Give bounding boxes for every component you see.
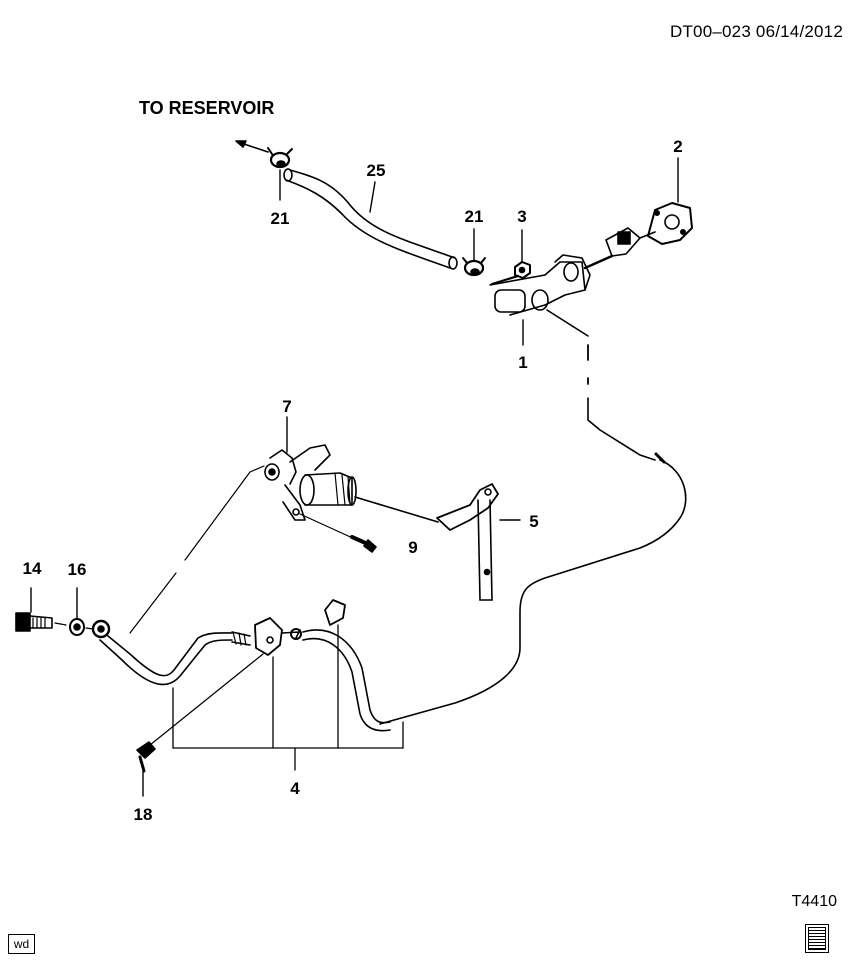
callout-14: 14 xyxy=(23,559,42,578)
slave-push-rod xyxy=(354,496,439,523)
callout-4-bracket xyxy=(172,624,404,771)
callout-2: 2 xyxy=(673,137,682,156)
callout-5: 5 xyxy=(529,512,538,531)
master-cylinder-gasket xyxy=(647,202,693,245)
reservoir-arrow xyxy=(235,140,269,153)
clutch-hose-assembly xyxy=(99,599,391,732)
gm-spo-logo-icon xyxy=(805,924,829,953)
clutch-slave-cylinder xyxy=(264,444,357,521)
callout-16: 16 xyxy=(68,560,87,579)
hose-clamp-upper xyxy=(267,147,293,169)
hose-bracket-bolt xyxy=(136,653,264,773)
clutch-master-cylinder xyxy=(489,227,656,316)
callout-21-lower: 21 xyxy=(465,207,484,226)
reservoir-hose xyxy=(283,168,458,270)
to-reservoir-label: TO RESERVOIR xyxy=(139,98,274,118)
callout-18: 18 xyxy=(134,805,153,824)
callout-7: 7 xyxy=(282,397,291,416)
banjo-bolt xyxy=(15,612,53,632)
release-fork xyxy=(436,483,499,601)
nut xyxy=(514,261,531,279)
callout-3: 3 xyxy=(517,207,526,226)
illustration-reference: T4410 xyxy=(791,893,837,910)
callout-21-upper: 21 xyxy=(271,209,290,228)
callout-9: 9 xyxy=(408,538,417,557)
hose-fitting xyxy=(54,619,111,639)
callout-1: 1 xyxy=(518,353,527,372)
callout-25: 25 xyxy=(367,161,386,180)
wd-badge: wd xyxy=(8,934,35,954)
clutch-pipe-upper xyxy=(379,309,687,725)
hose-clamp-lower xyxy=(462,257,486,277)
diagram-code-date: DT00–023 06/14/2012 xyxy=(670,22,843,41)
callout-4: 4 xyxy=(290,779,300,798)
slave-bolt xyxy=(299,513,377,553)
sealing-washer xyxy=(69,618,85,636)
